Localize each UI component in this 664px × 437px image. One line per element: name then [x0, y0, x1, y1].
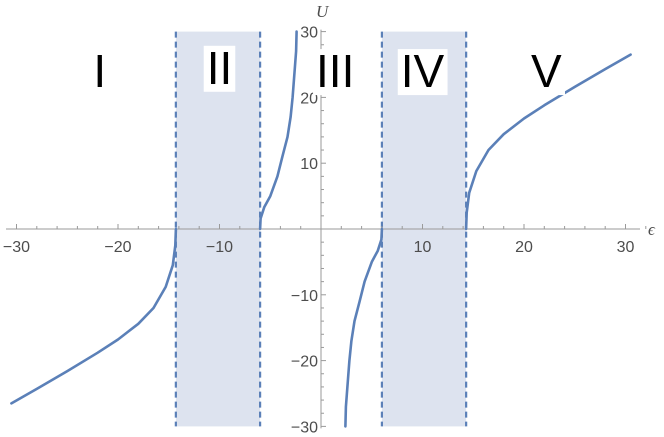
x-axis-title: ϵ: [648, 220, 656, 239]
region-label-background: [90, 49, 110, 96]
y-tick-label: −10: [291, 288, 318, 305]
y-tick-label: −30: [291, 419, 318, 436]
region-label-text: III: [316, 45, 354, 97]
region-label-i: I: [90, 45, 110, 97]
region-label-v: V: [527, 45, 565, 97]
y-tick-label: 30: [300, 25, 318, 42]
region-label-background: [203, 45, 236, 92]
x-tick-label: 30: [617, 239, 635, 256]
region-label-background: [313, 49, 358, 96]
region-label-background: [527, 49, 565, 96]
x-tick-label: −20: [104, 239, 131, 256]
x-tick-label: −10: [206, 239, 233, 256]
y-tick-label: −20: [291, 354, 318, 371]
x-tick-label: 10: [414, 239, 432, 256]
curve-branch-1: [10, 227, 178, 405]
region-label-text: V: [531, 45, 562, 97]
region-label-background: [397, 49, 448, 96]
region-label-iii: III: [313, 45, 358, 97]
region-label-text: II: [207, 42, 233, 94]
curves: [10, 30, 632, 428]
x-tick-label: −30: [3, 239, 30, 256]
region-label-text: I: [93, 45, 106, 97]
region-label-text: IV: [401, 45, 445, 97]
curve-branch-4: [464, 53, 632, 231]
region-label-ii: II: [203, 42, 236, 94]
curve-branch-2: [258, 30, 298, 231]
y-axis-title: U: [316, 2, 330, 21]
curve-branch-3: [344, 227, 384, 428]
region-label-iv: IV: [397, 45, 448, 97]
x-tick-label: 20: [515, 239, 533, 256]
y-tick-label: 10: [300, 156, 318, 173]
